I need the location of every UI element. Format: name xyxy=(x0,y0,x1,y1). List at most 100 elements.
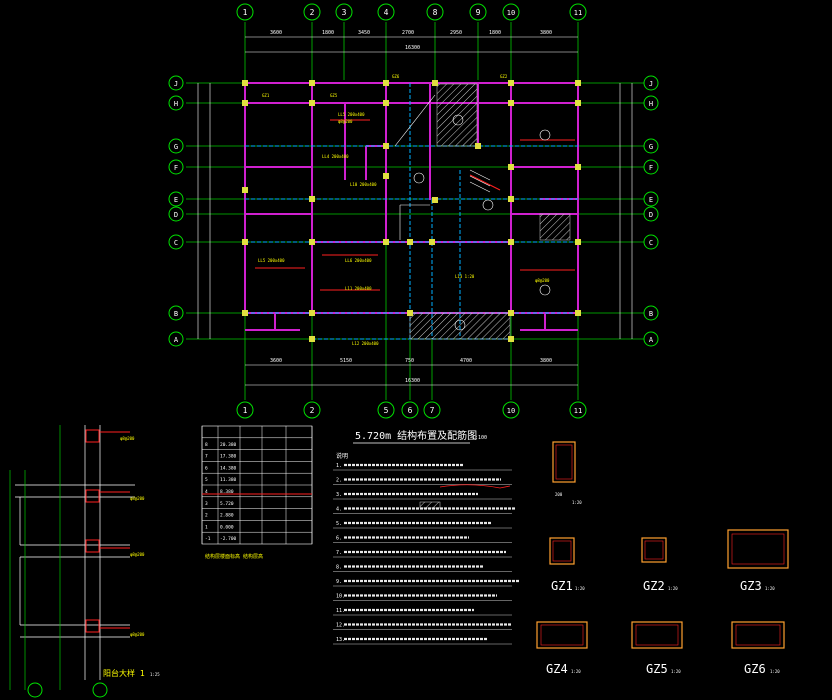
svg-text:L12 200x400: L12 200x400 xyxy=(352,341,379,346)
table-floor-cell: 5 xyxy=(205,477,208,483)
note-number: 4. xyxy=(336,507,342,513)
grid-lines xyxy=(186,22,644,400)
svg-text:φ8@200: φ8@200 xyxy=(120,436,135,441)
column-marker xyxy=(575,164,581,170)
grid-bubble-top-9: 9 xyxy=(469,3,487,21)
column-marker xyxy=(309,336,315,342)
svg-text:φ8@200: φ8@200 xyxy=(535,278,550,283)
table-elev-cell: 20.380 xyxy=(220,442,237,448)
column-marker xyxy=(383,143,389,149)
column-marker xyxy=(309,80,315,86)
svg-text:结构层楼面标高 结构层高: 结构层楼面标高 结构层高 xyxy=(205,553,263,560)
svg-text:LL6 200x400: LL6 200x400 xyxy=(345,258,372,263)
top-grid-bubbles: 1 2 3 4 8 9 10 11 xyxy=(236,3,587,21)
row-bubble-right-H: H xyxy=(643,95,659,111)
grid-bubble-top-11: 11 xyxy=(569,3,587,21)
svg-text:A: A xyxy=(649,336,654,344)
row-bubble-right-B: B xyxy=(643,305,659,321)
row-bubble-right-C: C xyxy=(643,234,659,250)
row-bubble-right-F: F xyxy=(643,159,659,175)
svg-text:φ8@200: φ8@200 xyxy=(130,552,145,557)
svg-text:B: B xyxy=(174,310,178,318)
grid-bubble-top-8: 8 xyxy=(426,3,444,21)
row-bubble-right-G: G xyxy=(643,138,659,154)
svg-text:1: 1 xyxy=(243,406,248,415)
note-number: 12. xyxy=(336,623,345,629)
column-marker xyxy=(432,80,438,86)
note-number: 8. xyxy=(336,565,342,571)
svg-text:1:25: 1:25 xyxy=(150,672,160,677)
grid-bubble-bottom-5: 5 xyxy=(377,401,395,419)
svg-text:2: 2 xyxy=(310,406,315,415)
note-number: 6. xyxy=(336,536,342,542)
row-bubble-left-H: H xyxy=(168,95,184,111)
svg-text:GZ2: GZ2 xyxy=(500,74,508,79)
svg-text:LL5 200x400: LL5 200x400 xyxy=(258,258,285,263)
table-elev-cell: 17.380 xyxy=(220,454,237,460)
svg-text:1:20: 1:20 xyxy=(671,669,681,674)
row-bubble-right-D: D xyxy=(643,206,659,222)
column-marker xyxy=(575,239,581,245)
svg-text:750: 750 xyxy=(405,358,414,364)
column-marker xyxy=(429,239,435,245)
svg-text:H: H xyxy=(649,100,653,108)
column-marker xyxy=(242,100,248,106)
row-bubble-left-B: B xyxy=(168,305,184,321)
row-bubble-left-E: E xyxy=(168,191,184,207)
table-elev-cell: -2.700 xyxy=(220,536,237,542)
table-floor-cell: 6 xyxy=(205,465,208,471)
svg-text:φ8@200: φ8@200 xyxy=(130,496,145,501)
svg-text:D: D xyxy=(174,211,178,219)
svg-text:2: 2 xyxy=(310,8,315,17)
svg-text:11: 11 xyxy=(574,9,582,17)
notes-block: 5.720m 结构布置及配筋图 1:100 说明 1.2.3.4.5.6.7.8… xyxy=(333,429,520,645)
svg-text:1:20: 1:20 xyxy=(575,586,585,591)
svg-text:2700: 2700 xyxy=(402,30,414,36)
svg-text:6: 6 xyxy=(408,406,413,415)
svg-text:L10 200x400: L10 200x400 xyxy=(350,182,377,187)
plan-scale: 1:100 xyxy=(472,435,487,441)
dimension-lines xyxy=(197,36,633,386)
svg-text:16300: 16300 xyxy=(405,378,420,384)
grid-bubble-bottom-7: 7 xyxy=(423,401,441,419)
gz4-label: GZ4 xyxy=(546,662,568,676)
svg-text:E: E xyxy=(649,196,653,204)
column-marker xyxy=(309,239,315,245)
grid-bubble-top-4: 4 xyxy=(377,3,395,21)
svg-text:16300: 16300 xyxy=(405,45,420,51)
note-number: 13. xyxy=(336,637,345,643)
gz1-label: GZ1 xyxy=(551,579,573,593)
svg-text:1:20: 1:20 xyxy=(765,586,775,591)
table-floor-cell: 8 xyxy=(205,442,208,448)
row-bubble-left-J: J xyxy=(168,75,184,91)
svg-text:3600: 3600 xyxy=(270,30,282,36)
svg-text:1: 1 xyxy=(243,8,248,17)
svg-text:9: 9 xyxy=(476,8,481,17)
grid-bubble-top-3: 3 xyxy=(335,3,353,21)
row-bubble-left-G: G xyxy=(168,138,184,154)
grid-bubble-bottom-6: 6 xyxy=(401,401,419,419)
column-marker xyxy=(407,239,413,245)
svg-text:B: B xyxy=(649,310,653,318)
table-elev-cell: 2.880 xyxy=(220,513,234,519)
svg-text:LL4 200x400: LL4 200x400 xyxy=(322,154,349,159)
column-marker xyxy=(242,310,248,316)
column-marker xyxy=(407,310,413,316)
svg-text:G: G xyxy=(174,143,178,151)
svg-text:H: H xyxy=(174,100,178,108)
svg-text:3: 3 xyxy=(342,8,347,17)
gz-details: 200 1:20 GZ1 1:20 GZ2 1:20 GZ3 1:20 GZ4 … xyxy=(536,441,789,676)
svg-text:10: 10 xyxy=(507,407,515,415)
note-number: 10. xyxy=(336,594,345,600)
note-number: 5. xyxy=(336,521,342,527)
table-floor-cell: 1 xyxy=(205,524,208,530)
table-elev-cell: 5.720 xyxy=(220,501,234,507)
row-bubble-right-A: A xyxy=(643,331,659,347)
svg-text:10: 10 xyxy=(507,9,515,17)
column-marker xyxy=(508,310,514,316)
svg-text:E: E xyxy=(174,196,178,204)
grid-bubble-bottom-11: 11 xyxy=(569,401,587,419)
